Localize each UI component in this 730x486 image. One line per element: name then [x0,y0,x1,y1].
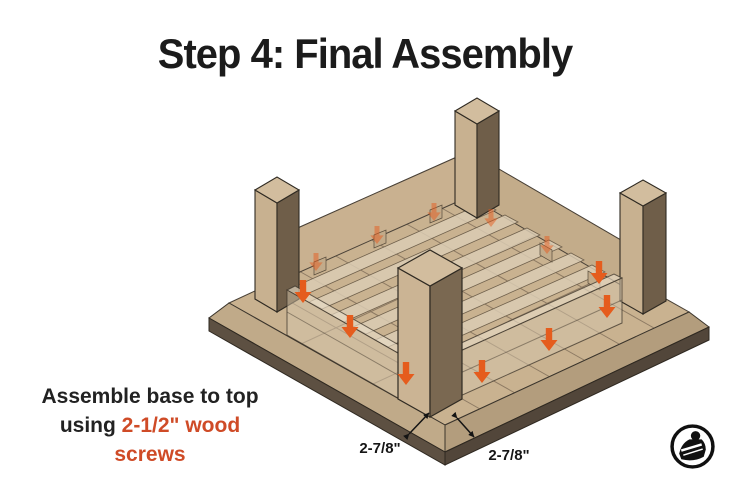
dimension-label-right: 2-7/8" [488,447,530,464]
assembly-note: Assemble base to top using 2-1/2" wood s… [22,382,278,469]
craftsman-emblem-logo [670,424,715,469]
dimension-label-left: 2-7/8" [359,440,401,457]
screw-arrow [590,261,608,284]
step-title: Step 4: Final Assembly [157,30,573,77]
front-leg [396,249,464,419]
screw-arrow [598,295,616,318]
screw-arrow [309,253,323,271]
screw-arrow [370,226,384,244]
dimension-arrows [403,411,475,441]
screw-arrow [294,280,312,303]
front-aprons-ghosted [285,273,624,407]
screw-size-highlight: 2-1/2" wood screws [114,414,241,466]
screw-arrows [294,203,616,385]
assembly-note-line1: Assemble base to top [41,385,259,408]
rear-leg [453,97,501,219]
screw-arrow [427,203,441,221]
screw-arrow [540,236,554,254]
screw-arrow [397,362,415,385]
assembly-note-line2: using 2-1/2" wood screws [59,414,241,466]
left-leg [253,176,301,313]
screw-arrow [473,360,491,383]
screw-arrow [540,328,558,351]
screw-arrow [484,209,498,227]
screw-arrow [341,315,359,338]
right-leg [618,179,668,315]
